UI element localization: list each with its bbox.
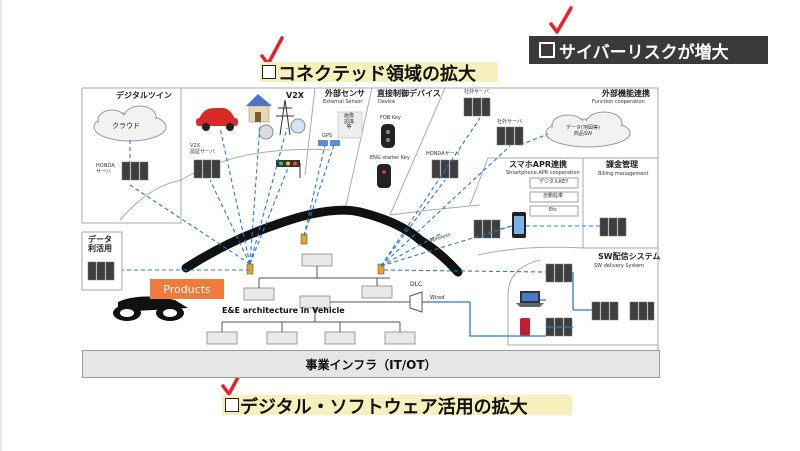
checkbox-top-icon [262, 65, 276, 79]
label-ee-architecture: E&E architecture in Vehicle [222, 306, 345, 315]
label-smartphone-en: Smartphone APR cooperation [506, 170, 580, 176]
vehicle-outline [181, 205, 463, 277]
power-tower-icon [276, 99, 294, 136]
satellite-icon [318, 140, 340, 146]
label-v2x: V2X [286, 91, 304, 100]
cloud-icon [93, 105, 167, 142]
label-honda-server: HONDA サーバ [96, 163, 115, 175]
laptop-icon [516, 291, 544, 307]
label-billing: 課金管理 [606, 160, 638, 169]
label-eng-key: ENG starter Key [370, 155, 410, 161]
label-digital-twin: デジタルツイン [116, 91, 172, 100]
label-dlc: DLC [410, 281, 423, 288]
cyber-risk-banner: サイバーリスクが増大 [529, 36, 768, 64]
label-function-cooperation: Function cooperation [592, 99, 645, 105]
ecu-boxes [206, 253, 416, 345]
car-icon [196, 108, 238, 131]
label-wired: Wired [430, 295, 445, 301]
label-sw-delivery-en: SW delivery System [594, 263, 645, 269]
traffic-light-icon [276, 160, 301, 178]
infra-bar: 事業インフラ（IT/OT） [82, 350, 660, 378]
heading-cyber-risk: サイバーリスクが増大 [559, 42, 729, 63]
label-external-sensor: 外部センサ [325, 89, 365, 98]
label-data-map: データ(地図等) 商品SW [566, 125, 600, 137]
mobile-icon [520, 318, 530, 336]
label-smartphone: スマホAPR連携 [509, 160, 567, 169]
fob-key-icon [381, 124, 395, 148]
smartphone-icon [512, 212, 526, 238]
label-fob-key: FOB Key [380, 115, 401, 121]
label-direct-control: 直接制御デバイス [377, 89, 441, 98]
label-image-recognition: 画像 認識 等 [344, 113, 355, 130]
smartphone-item-auto-parking: 自動駐車 [543, 193, 564, 199]
label-gps: GPS [322, 133, 333, 139]
label-external-sensor-en: External Sensor [323, 99, 363, 105]
dlc-connector [409, 291, 423, 313]
camera-icon [337, 111, 363, 139]
cloud-icon-2 [545, 111, 631, 148]
smartphone-items [529, 177, 579, 217]
checkbox-cyber-icon [539, 42, 555, 58]
heading-highlight-top [260, 62, 498, 82]
label-billing-en: Billing management [598, 171, 649, 177]
label-external-server-2: 社外サーバ [497, 119, 522, 125]
eng-key-icon [377, 164, 391, 188]
label-external-function: 外部機能連携 [602, 89, 650, 98]
label-external-server-1: 社外サーバ [464, 89, 489, 95]
label-sw-delivery: SW配信システム [598, 252, 661, 261]
label-device-en: Device [378, 99, 396, 105]
checkbox-bottom-icon [225, 398, 239, 412]
charging-icon [258, 118, 306, 140]
smartphone-item-digital-key: デジタルKEY [539, 179, 569, 185]
heading-digital-software: デジタル・ソフトウェア活用の拡大 [240, 397, 528, 418]
label-honda-server-2: HONDAサーバ [426, 151, 460, 157]
label-data-use: データ 利活用 [88, 235, 112, 253]
label-cloud: クラウド [112, 122, 140, 130]
smartphone-item-etc: Etc [549, 207, 557, 213]
heading-connected: コネクテッド領域の拡大 [278, 64, 476, 85]
products-badge: Products [150, 279, 224, 299]
label-v2x-server: V2X 認証サーバ [190, 143, 215, 155]
house-icon [246, 94, 272, 123]
heading-highlight-bottom [222, 395, 572, 415]
motorbike-icon [113, 296, 188, 321]
